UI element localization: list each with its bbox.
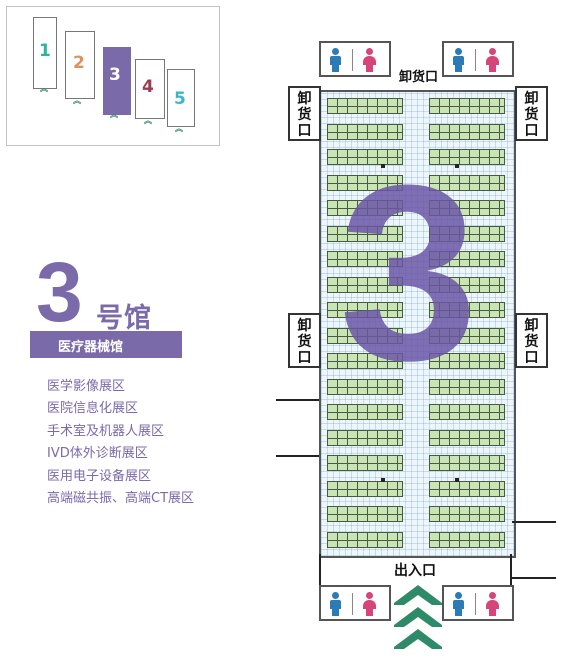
toilet-icon (319, 41, 391, 77)
booth-row[interactable] (327, 200, 403, 216)
unloading-dock-top: 卸货口 (399, 70, 439, 85)
female-toilet-icon (363, 592, 376, 616)
unloading-dock-left-mid: 卸货口 (288, 313, 321, 368)
wall-line (510, 554, 512, 585)
wall-line (276, 399, 319, 401)
female-toilet-icon (363, 48, 376, 72)
mini-hall-number-3: 3 (109, 65, 121, 85)
pillar (455, 164, 459, 168)
mini-hall-number-5: 5 (174, 89, 186, 109)
zone-item: IVD体外诊断展区 (47, 446, 148, 462)
hall-category-band: 医疗器械馆 (30, 331, 182, 358)
booth-row[interactable] (327, 455, 403, 471)
unloading-dock-right-mid: 卸货口 (515, 313, 548, 368)
hall-suffix: 号馆 (96, 303, 152, 334)
booth-row[interactable] (429, 302, 505, 318)
booth-row[interactable] (429, 174, 505, 191)
pillar (381, 164, 385, 168)
booth-row[interactable] (429, 455, 505, 471)
booth-row[interactable] (327, 353, 403, 369)
mini-hall-2[interactable] (65, 31, 95, 99)
booth-row[interactable] (429, 276, 505, 293)
male-toilet-icon (453, 592, 464, 616)
booth-row[interactable] (429, 353, 505, 369)
mini-entrance-arrow-icon: ︽ (175, 124, 183, 133)
unloading-dock-right-top: 卸货口 (515, 86, 548, 141)
entrance-arrow-icon (394, 629, 442, 649)
mini-hall-number-2: 2 (73, 53, 85, 73)
male-toilet-icon (330, 592, 341, 616)
mini-hall-4[interactable] (135, 59, 165, 119)
booth-row[interactable] (327, 174, 403, 191)
booth-row[interactable] (429, 251, 505, 267)
male-toilet-icon (330, 48, 341, 72)
toilet-icon (442, 585, 514, 621)
mini-map[interactable]: 1 2 3 4 5 ︽ ︽ ︽ ︽ ︽ (6, 6, 220, 146)
booth-row[interactable] (429, 404, 505, 420)
entrance-arrow-icon (394, 607, 442, 627)
booth-row[interactable] (327, 506, 403, 522)
booth-row[interactable] (429, 327, 505, 344)
wall-line (319, 554, 321, 585)
hall-category: 医疗器械馆 (58, 340, 124, 355)
zone-item: 医院信息化展区 (47, 401, 139, 417)
mini-hall-1[interactable] (33, 17, 57, 89)
booth-row[interactable] (327, 531, 403, 548)
booth-row[interactable] (429, 506, 505, 522)
male-toilet-icon (453, 48, 464, 72)
wall-line (276, 455, 319, 457)
hall-number-title: 3 (36, 245, 83, 339)
mini-entrance-arrow-icon: ︽ (110, 110, 118, 119)
unloading-dock-left-top: 卸货口 (288, 86, 321, 141)
toilet-icon (442, 41, 514, 77)
zone-item: 医用电子设备展区 (47, 468, 152, 484)
mini-hall-number-4: 4 (142, 77, 154, 97)
booth-row[interactable] (429, 429, 505, 446)
booth-row[interactable] (327, 98, 403, 114)
booth-row[interactable] (429, 378, 505, 395)
mini-entrance-arrow-icon: ︽ (73, 96, 81, 105)
booth-row[interactable] (429, 149, 505, 165)
mini-hall-3[interactable] (103, 47, 131, 115)
female-toilet-icon (486, 592, 499, 616)
booth-row[interactable] (327, 429, 403, 446)
zone-list: 医学影像展区 医院信息化展区 手术室及机器人展区 IVD体外诊断展区 医用电子设… (47, 376, 194, 510)
booth-row[interactable] (327, 276, 403, 293)
booth-row[interactable] (327, 480, 403, 497)
booth-row[interactable] (327, 302, 403, 318)
booth-row[interactable] (327, 123, 403, 140)
booth-row[interactable] (429, 200, 505, 216)
booth-row[interactable] (327, 404, 403, 420)
wall-line (512, 577, 556, 579)
booth-row[interactable] (429, 480, 505, 497)
zone-item: 医学影像展区 (47, 379, 126, 394)
zone-item: 高端磁共振、高端CT展区 (47, 490, 195, 506)
mini-entrance-arrow-icon: ︽ (40, 84, 48, 93)
booth-row[interactable] (429, 123, 505, 140)
mini-entrance-arrow-icon: ︽ (144, 116, 152, 125)
wall-line (512, 521, 556, 523)
pillar (381, 478, 385, 482)
booth-row[interactable] (327, 378, 403, 395)
booth-row[interactable] (327, 225, 403, 242)
mini-hall-number-1: 1 (39, 41, 51, 61)
zone-item: 手术室及机器人展区 (47, 423, 165, 439)
mini-hall-5[interactable] (167, 69, 195, 127)
booth-row[interactable] (327, 327, 403, 344)
female-toilet-icon (486, 48, 499, 72)
booth-row[interactable] (429, 98, 505, 114)
toilet-icon (319, 585, 391, 621)
exhibition-hall-floor[interactable] (319, 90, 516, 558)
booth-row[interactable] (429, 531, 505, 548)
booth-row[interactable] (429, 225, 505, 242)
pillar (455, 478, 459, 482)
hall-number-watermark: 3 (339, 133, 479, 412)
booth-row[interactable] (327, 251, 403, 267)
entrance-arrow-icon (394, 585, 442, 605)
entrance-label: 出入口 (394, 563, 436, 579)
booth-row[interactable] (327, 149, 403, 165)
